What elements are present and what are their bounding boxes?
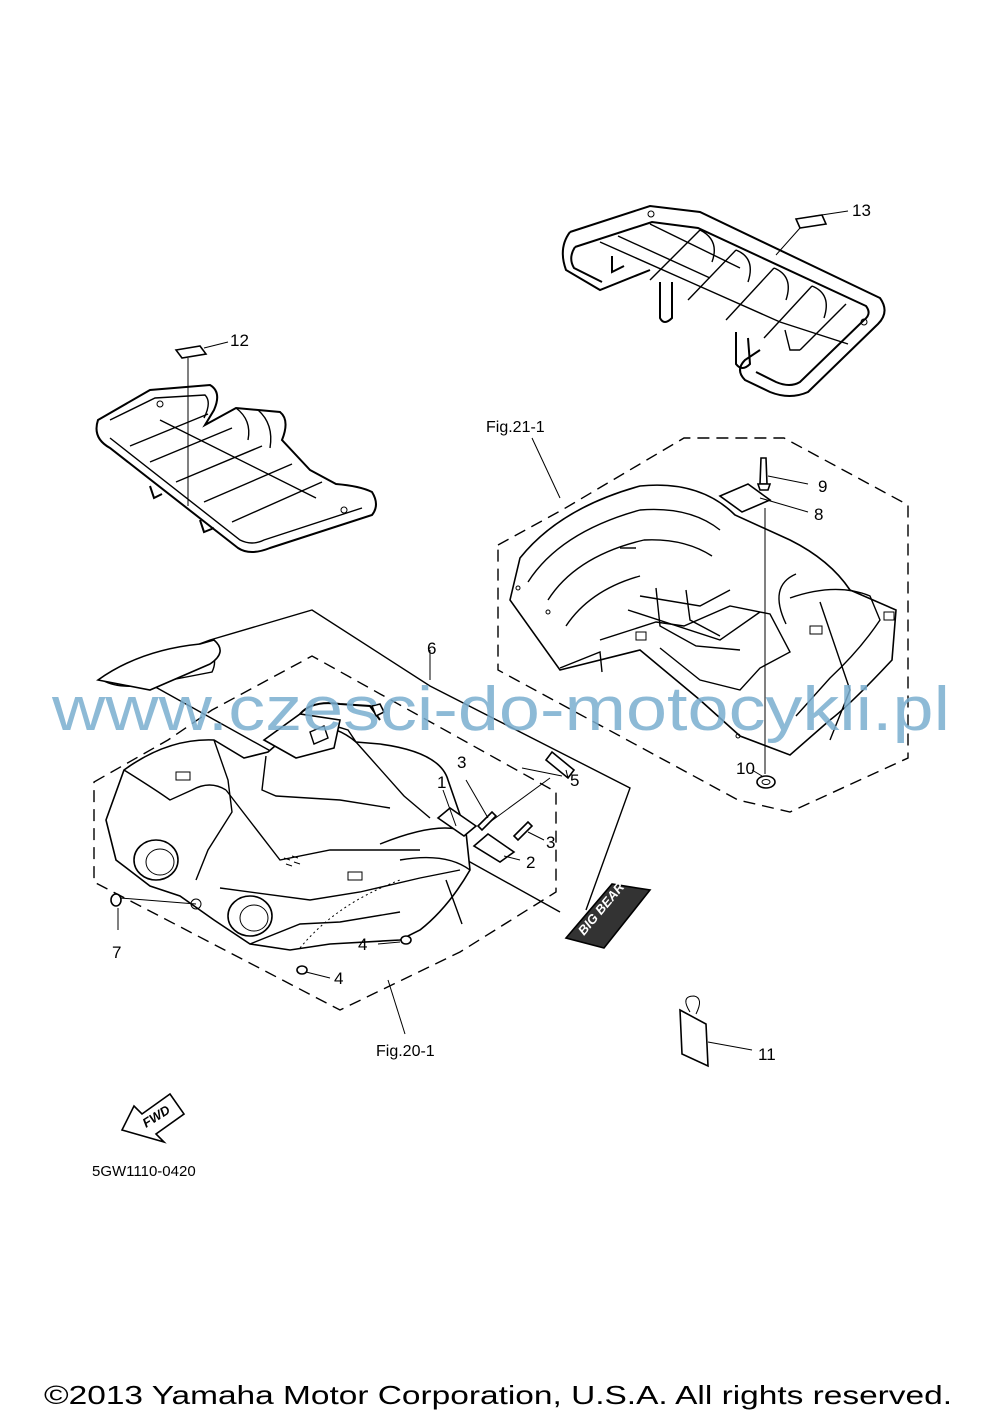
- front-carrier-label-decal: [174, 341, 229, 506]
- fwd-arrow-icon: FWD: [120, 1092, 186, 1144]
- callout-2: 2: [526, 853, 535, 872]
- front-fender-plate-2: [472, 832, 521, 863]
- front-fender-rivet-upper: [465, 779, 498, 832]
- front-fender-cap: [110, 893, 197, 930]
- rear-fender: [497, 437, 909, 813]
- part-code: 5GW1110-0420: [92, 1163, 196, 1180]
- callout-3-upper: 3: [457, 753, 466, 772]
- rear-carrier-label-decal: [775, 210, 849, 256]
- watermark: www.czesci-do-motocykli.pl: [51, 675, 950, 744]
- figure-ref-front: Fig.20-1: [376, 1043, 435, 1060]
- front-fender: [93, 655, 557, 1011]
- figure-ref-rear: Fig.21-1: [486, 419, 545, 436]
- front-carrier: [95, 383, 377, 553]
- callout-3-lower: 3: [546, 833, 555, 852]
- leader-lines: [387, 437, 563, 1035]
- callout-4-lower: 4: [334, 969, 343, 988]
- copyright-notice: ©2013 Yamaha Motor Corporation, U.S.A. A…: [44, 1380, 952, 1410]
- rear-fender-rivet: [756, 457, 809, 491]
- rear-fender-plate: [718, 483, 809, 513]
- callout-10: 10: [736, 759, 755, 778]
- rear-carrier: [561, 204, 886, 397]
- callout-1: 1: [437, 773, 446, 792]
- callout-12: 12: [230, 331, 249, 350]
- callout-11: 11: [758, 1045, 776, 1064]
- front-fender-grommets: [296, 935, 412, 979]
- callout-7: 7: [112, 943, 121, 962]
- callout-5: 5: [570, 771, 579, 790]
- callout-6: 6: [427, 639, 436, 658]
- front-fender-plate-1: [436, 789, 478, 838]
- warning-tag: [679, 995, 753, 1068]
- callout-13: 13: [852, 201, 871, 220]
- front-fender-label-decal: [489, 750, 576, 823]
- rear-fender-grommet: [751, 769, 776, 789]
- callout-4-upper: 4: [358, 935, 367, 954]
- graphic-decal: BIG BEAR: [96, 639, 652, 949]
- front-fender-rivet-lower: [512, 820, 545, 842]
- callout-9: 9: [818, 477, 827, 496]
- callout-8: 8: [814, 505, 823, 524]
